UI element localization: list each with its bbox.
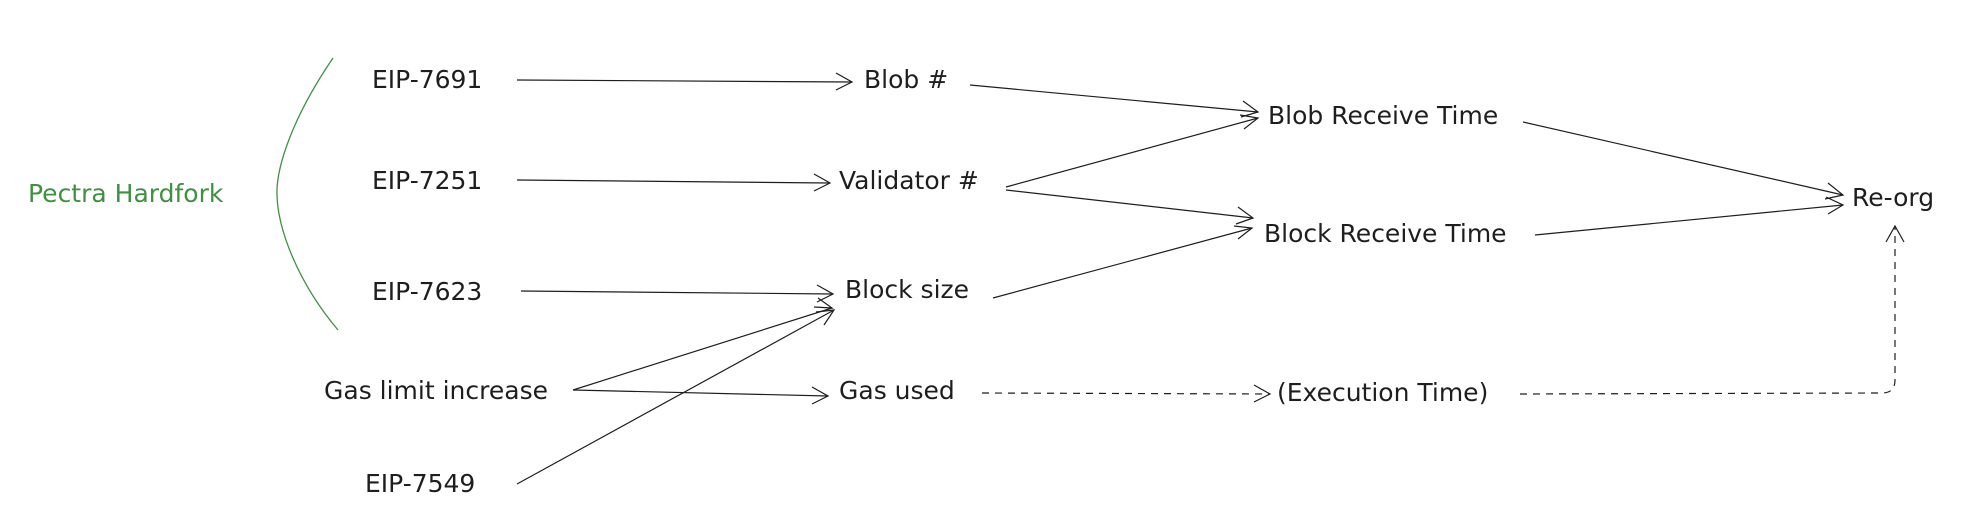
edge-execution-time-to-reorg xyxy=(1519,226,1896,395)
node-eip7251: EIP-7251 xyxy=(372,166,482,195)
node-block-receive-time: Block Receive Time xyxy=(1264,219,1507,248)
edge-eip7549-to-block-size xyxy=(516,309,835,485)
arrowhead-validator-count xyxy=(813,173,832,192)
arrowhead-block-size-from-eip7623 xyxy=(816,284,835,303)
edge-block-receive-time-to-reorg xyxy=(1534,204,1844,236)
arrowheads-layer xyxy=(811,72,1905,405)
arrowhead-gas-used xyxy=(811,386,830,405)
edge-gas-limit-to-gas-used xyxy=(572,389,829,397)
edge-validator-count-to-block-receive-time xyxy=(1005,189,1254,219)
arrowhead-blob-receive-time-b xyxy=(1239,114,1260,130)
edge-validator-count-to-blob-receive-time xyxy=(1005,117,1259,188)
arrowhead-block-receive-time-a xyxy=(1235,206,1255,225)
edge-gas-used-to-execution-time xyxy=(981,392,1271,395)
edge-blob-count-to-blob-receive-time xyxy=(969,84,1259,113)
node-blob-receive-time: Blob Receive Time xyxy=(1268,101,1498,130)
node-eip7623: EIP-7623 xyxy=(372,277,482,306)
node-gas-limit-increase: Gas limit increase xyxy=(324,376,548,405)
node-gas-used: Gas used xyxy=(839,376,955,405)
nodes-layer: EIP-7691 EIP-7251 EIP-7623 Gas limit inc… xyxy=(324,65,1934,498)
arrowhead-block-receive-time-b xyxy=(1233,225,1254,240)
edge-eip7691-to-blob-count xyxy=(516,79,853,83)
arrowhead-block-size-from-gas-limit xyxy=(813,297,835,309)
arrowhead-reorg-from-blob xyxy=(1824,182,1845,200)
arrowhead-execution-time xyxy=(1253,384,1272,403)
node-eip7549: EIP-7549 xyxy=(365,469,475,498)
node-validator-count: Validator # xyxy=(839,166,979,195)
node-reorg: Re-org xyxy=(1852,183,1934,212)
arrowhead-reorg-from-execution xyxy=(1885,224,1905,243)
edge-eip7251-to-validator-count xyxy=(516,179,831,184)
edge-gas-limit-to-block-size xyxy=(572,307,833,391)
node-execution-time: (Execution Time) xyxy=(1277,378,1488,407)
arrowhead-blob-count xyxy=(835,72,854,91)
node-eip7691: EIP-7691 xyxy=(372,65,482,94)
node-block-size: Block size xyxy=(845,275,969,304)
pectra-group-bracket xyxy=(276,57,339,331)
node-blob-count: Blob # xyxy=(864,65,948,94)
arrowhead-reorg-from-block xyxy=(1825,196,1845,215)
edge-blob-receive-time-to-reorg xyxy=(1522,121,1844,196)
arrowhead-blob-receive-time-a xyxy=(1240,100,1260,118)
pectra-hardfork-label: Pectra Hardfork xyxy=(28,179,224,208)
edge-block-size-to-block-receive-time xyxy=(992,227,1253,299)
arrowhead-block-size-from-eip7549 xyxy=(815,309,836,326)
edges-layer xyxy=(516,79,1896,485)
edge-eip7623-to-block-size xyxy=(520,290,834,295)
